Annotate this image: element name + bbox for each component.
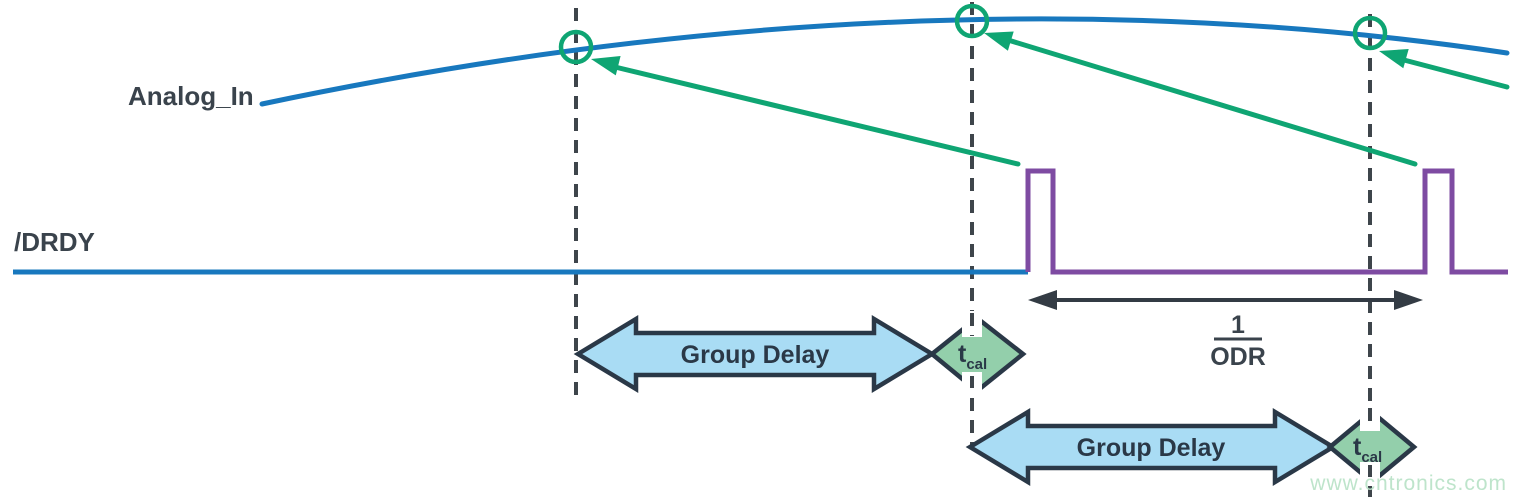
- sample-arrow-2-line: [1005, 37, 1418, 167]
- tcal-label-2-main: t: [1353, 433, 1362, 461]
- analog-in-label: Analog_In: [128, 81, 254, 111]
- tcal-label-1-main: t: [958, 340, 967, 368]
- tcal-label-1: tcal: [958, 340, 987, 373]
- odr-fraction-numerator: 1: [1231, 311, 1245, 339]
- drdy-label: /DRDY: [14, 227, 95, 257]
- drdy-pulse-waveform: [1025, 168, 1508, 275]
- sample-arrow-1: [591, 56, 1021, 167]
- tcal-label-2-sub: cal: [1361, 449, 1382, 466]
- sample-arrow-1-head: [591, 56, 621, 76]
- sample-arrow-2-head: [984, 31, 1014, 51]
- sample-arrow-3-head: [1379, 49, 1409, 69]
- odr-fraction-label: 1 ODR: [1210, 311, 1266, 371]
- tcal-label-2: tcal: [1353, 433, 1382, 466]
- odr-span-arrowhead-left: [1028, 290, 1057, 310]
- group-delay-label-1: Group Delay: [681, 341, 830, 369]
- odr-span-arrowhead-right: [1394, 290, 1423, 310]
- sample-arrow-3-line: [1401, 57, 1510, 90]
- tcal-diamond-2: [1326, 409, 1418, 485]
- sample-point-circle-2: [954, 3, 990, 39]
- sample-arrow-1-line: [612, 64, 1021, 167]
- sample-arrow-3: [1379, 49, 1510, 90]
- odr-span-arrow: [1028, 290, 1423, 310]
- tcal-label-1-sub: cal: [966, 356, 987, 373]
- odr-fraction-denominator: ODR: [1210, 343, 1266, 371]
- sample-arrow-2: [984, 31, 1418, 167]
- watermark: www.cntronics.com: [1309, 472, 1507, 495]
- analog-in-curve: [259, 16, 1510, 107]
- group-delay-label-2: Group Delay: [1077, 434, 1226, 462]
- sample-point-circle-3: [1352, 15, 1388, 51]
- sample-point-circle-1: [558, 29, 594, 65]
